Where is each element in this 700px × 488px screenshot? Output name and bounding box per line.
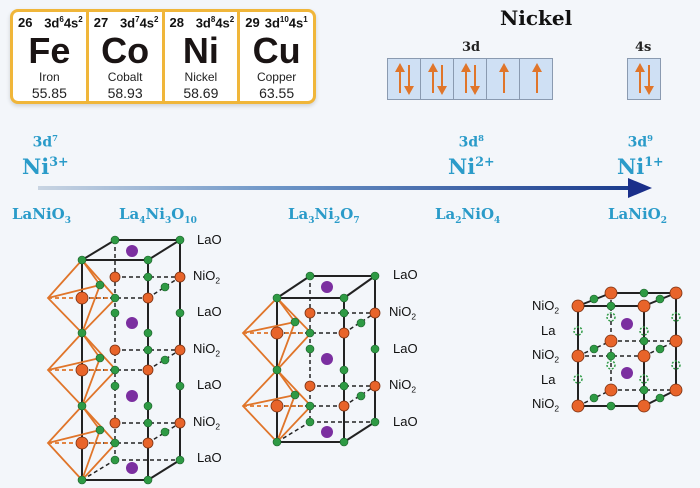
electron-config: 3d104s1 xyxy=(264,15,308,31)
element-cell-ni: 28 3d84s2 Ni Nickel 58.69 xyxy=(165,12,241,101)
layer-label: LaO xyxy=(197,377,222,392)
element-symbol: Ni xyxy=(182,30,219,71)
layer-label: NiO2 xyxy=(532,298,560,316)
layer-label: LaO xyxy=(393,341,418,356)
element-name: Iron xyxy=(39,70,60,84)
electron-config: 3d64s2 xyxy=(44,15,83,31)
layer-label: NiO2 xyxy=(193,341,221,359)
layer-label: LaO xyxy=(197,232,222,247)
spin-up-arrow-icon xyxy=(461,63,471,93)
layer-label: NiO2 xyxy=(532,347,560,365)
config-ni1plus: 3d9 Ni1+ xyxy=(617,133,664,179)
element-symbol: Cu xyxy=(252,30,301,71)
element-name: Copper xyxy=(256,70,297,84)
orbital-box-paired xyxy=(453,58,487,100)
element-symbol: Co xyxy=(101,30,150,71)
orbital-box-single xyxy=(519,58,553,100)
atomic-number: 27 xyxy=(93,15,109,30)
element-name: Cobalt xyxy=(107,70,143,84)
layer-label: La xyxy=(541,372,556,387)
periodic-table-strip: 26 3d64s2 Fe Iron 55.85 27 3d74s2 Co Cobal… xyxy=(10,9,316,104)
layer-label: NiO2 xyxy=(193,268,221,286)
orbital-diagram-title: Nickel xyxy=(500,6,573,30)
element-symbol: Fe xyxy=(28,30,71,71)
atomic-number: 26 xyxy=(18,15,33,30)
orbital-box-paired xyxy=(627,58,661,100)
atomic-mass: 63.55 xyxy=(259,85,295,101)
spin-down-arrow-icon xyxy=(470,65,480,95)
atomic-number: 28 xyxy=(169,15,184,30)
layer-label: LaO xyxy=(197,304,222,319)
layer-label: NiO2 xyxy=(389,377,417,395)
spin-up-arrow-icon xyxy=(532,63,542,93)
spin-up-arrow-icon xyxy=(635,63,645,93)
orbital-boxes-4s xyxy=(627,58,661,102)
orbital-label-3d: 3d xyxy=(462,40,481,55)
orbital-label-4s: 4s xyxy=(635,40,652,55)
layer-label: LaO xyxy=(197,450,222,465)
config-ni2plus: 3d8 Ni2+ xyxy=(448,133,495,179)
compound-lanio3: LaNiO3 xyxy=(12,205,72,226)
arrow-head-icon xyxy=(628,178,652,198)
layer-label: NiO2 xyxy=(532,396,560,414)
layer-label: NiO2 xyxy=(193,414,221,432)
electron-config: 3d84s2 xyxy=(195,15,235,31)
structure-la3ni2o7 xyxy=(241,271,381,447)
orbital-boxes-3d xyxy=(387,58,553,102)
atomic-mass: 55.85 xyxy=(31,85,67,101)
valence-axis xyxy=(38,186,636,190)
spin-down-arrow-icon xyxy=(404,65,414,95)
structure-lanio2 xyxy=(571,286,683,413)
compound-la4ni3o10: La4Ni3O10 xyxy=(119,205,197,226)
layer-label: NiO2 xyxy=(389,304,417,322)
orbital-box-paired xyxy=(420,58,454,100)
spin-up-arrow-icon xyxy=(428,63,438,93)
atomic-number: 29 xyxy=(245,15,260,30)
compound-lanio2: LaNiO2 xyxy=(608,205,668,226)
layer-label: La xyxy=(541,323,556,338)
config-ni3plus: 3d7 Ni3+ xyxy=(22,133,69,179)
layer-label: LaO xyxy=(393,267,418,282)
electron-config: 3d74s2 xyxy=(119,15,159,31)
spin-up-arrow-icon xyxy=(499,63,509,93)
atomic-mass: 58.93 xyxy=(107,85,143,101)
compound-la2nio4: La2NiO4 xyxy=(435,205,501,226)
spin-down-arrow-icon xyxy=(437,65,447,95)
spin-up-arrow-icon xyxy=(395,63,405,93)
structure-la4ni3o10 xyxy=(46,235,186,485)
atomic-mass: 58.69 xyxy=(183,85,219,101)
layer-label: LaO xyxy=(393,414,418,429)
spin-down-arrow-icon xyxy=(644,65,654,95)
compound-la3ni2o7: La3Ni2O7 xyxy=(288,205,360,226)
element-cell-fe: 26 3d64s2 Fe Iron 55.85 xyxy=(13,12,89,101)
orbital-box-paired xyxy=(387,58,421,100)
element-cell-co: 27 3d74s2 Co Cobalt 58.93 xyxy=(89,12,165,101)
orbital-box-single xyxy=(486,58,520,100)
element-name: Nickel xyxy=(184,70,218,84)
element-cell-cu: 29 3d104s1 Cu Copper 63.55 xyxy=(240,12,313,101)
